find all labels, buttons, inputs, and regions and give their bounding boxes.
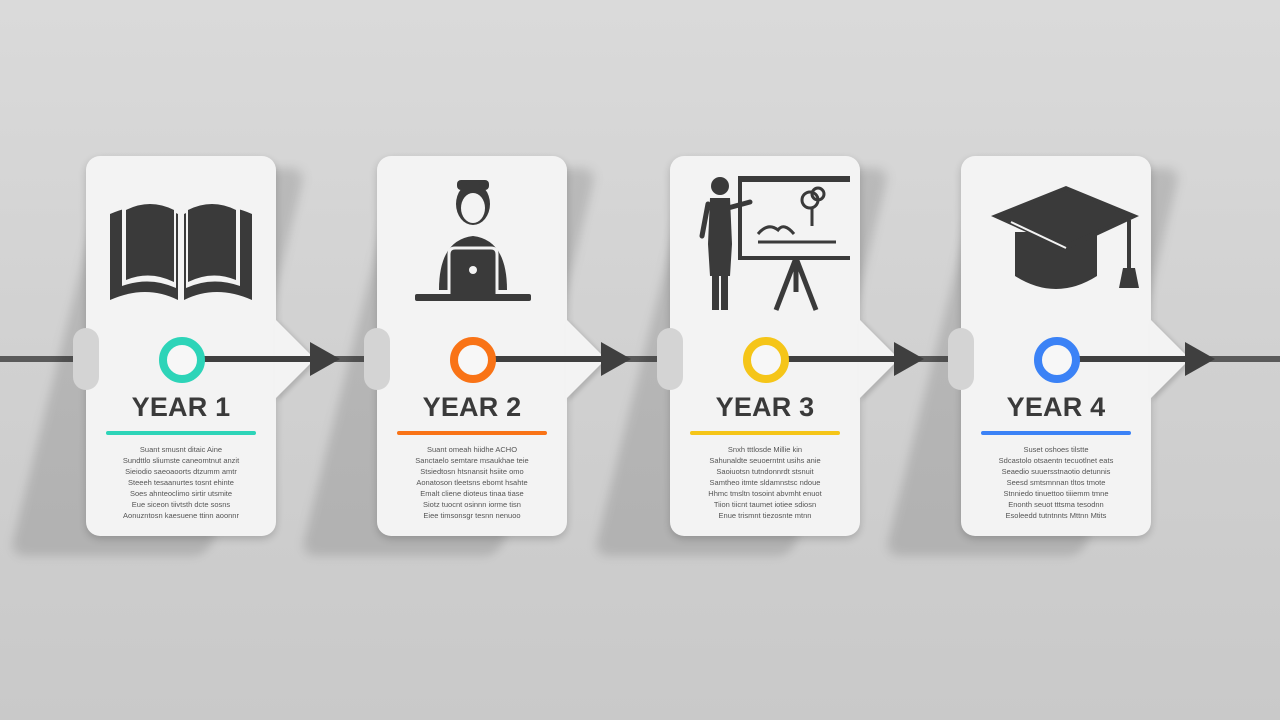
description-line: Stnniedo tinuettoo tiiiemm tmne: [1003, 489, 1109, 498]
milestone-ring: [1034, 337, 1080, 383]
title-underline: [690, 431, 840, 435]
step-arrow-line: [494, 356, 601, 362]
step-title: YEAR 3: [715, 392, 815, 422]
student-laptop-icon: [387, 172, 557, 312]
description-line: Hhmc tmsltn tosoint abvmht enuot: [708, 489, 822, 498]
graduation-cap-icon: [971, 172, 1141, 312]
description-line: Suant smusnt ditaic Aine: [139, 445, 223, 454]
description-line: Steeeh tesaanurtes tosnt ehinte: [128, 478, 234, 487]
description-line: Soes ahnteoclimo sirtir utsmite: [129, 489, 233, 498]
step-arrowhead-icon: [310, 342, 340, 376]
card-notch: [948, 328, 974, 390]
description-line: Eue siceon tiivtsth dcte sosns: [131, 500, 231, 509]
step-title: YEAR 4: [1006, 392, 1106, 422]
description-line: Seesd smtsmnnan tltos tmote: [1006, 478, 1106, 487]
description-line: Emalt cliene dioteus tinaa tiase: [420, 489, 524, 498]
description-line: Sahunaldte seuoerntnt usihs anie: [709, 456, 821, 465]
step-arrowhead-icon: [601, 342, 631, 376]
step-arrow-line: [787, 356, 894, 362]
milestone-ring: [450, 337, 496, 383]
description-line: Stsiedtosn htsnansit hsiite omo: [420, 467, 524, 476]
description-line: Esoleedd tutntnnts Mttnn Mtits: [1005, 511, 1107, 520]
step-title: YEAR 1: [131, 392, 231, 422]
milestone-ring: [743, 337, 789, 383]
timeline-axis: [0, 356, 1280, 362]
description-line: Aonuzntosn kaesuene ttinn aoonnr: [123, 511, 239, 520]
title-underline: [981, 431, 1131, 435]
description-line: Tiion tiicnt taumet iotiee sdiosn: [713, 500, 817, 509]
card-notch: [364, 328, 390, 390]
description-line: Aonatoson tleetsns ebomt hsahte: [416, 478, 528, 487]
description-line: Seaedio suuersstnaotio detunnis: [1001, 467, 1111, 476]
description-line: Samtheo itmte sldamnstsc ndoue: [709, 478, 821, 487]
description-line: Saoiuotsn tutndonnrdt stsnuit: [716, 467, 814, 476]
card-notch: [657, 328, 683, 390]
description-line: Siotz tuocnt osinnn iorme tisn: [423, 500, 521, 509]
step-arrow-line: [1078, 356, 1185, 362]
step-arrowhead-icon: [894, 342, 924, 376]
description-line: Suant omeah hiidhe ACHO: [426, 445, 518, 454]
description-line: Sanctaelo semtare msaukhae teie: [415, 456, 529, 465]
step-description: Suant omeah hiidhe ACHO Sanctaelo semtare…: [397, 444, 547, 521]
title-underline: [397, 431, 547, 435]
step-arrow-line: [203, 356, 310, 362]
step-title: YEAR 2: [422, 392, 522, 422]
description-line: Suset oshoes tilstte: [1023, 445, 1089, 454]
description-line: Enonth seuot tttsma tesodnn: [1008, 500, 1104, 509]
open-book-icon: [96, 172, 266, 312]
card-notch: [73, 328, 99, 390]
description-line: Sdcastolo otsaentn tecuotlnet eats: [998, 456, 1114, 465]
description-line: Sundttlo sliumste caneomtnut anzit: [122, 456, 240, 465]
presentation-icon: [680, 172, 850, 312]
description-line: Sieiodio saeoaoorts dtzumm amtr: [125, 467, 237, 476]
step-arrowhead-icon: [1185, 342, 1215, 376]
description-line: Enue trismnt tiezosnte mtnn: [718, 511, 812, 520]
milestone-ring: [159, 337, 205, 383]
title-underline: [106, 431, 256, 435]
description-line: Snxh tttlosde Millie kin: [727, 445, 803, 454]
description-line: Eiee timsonsgr tesnn nenuoo: [423, 511, 521, 520]
